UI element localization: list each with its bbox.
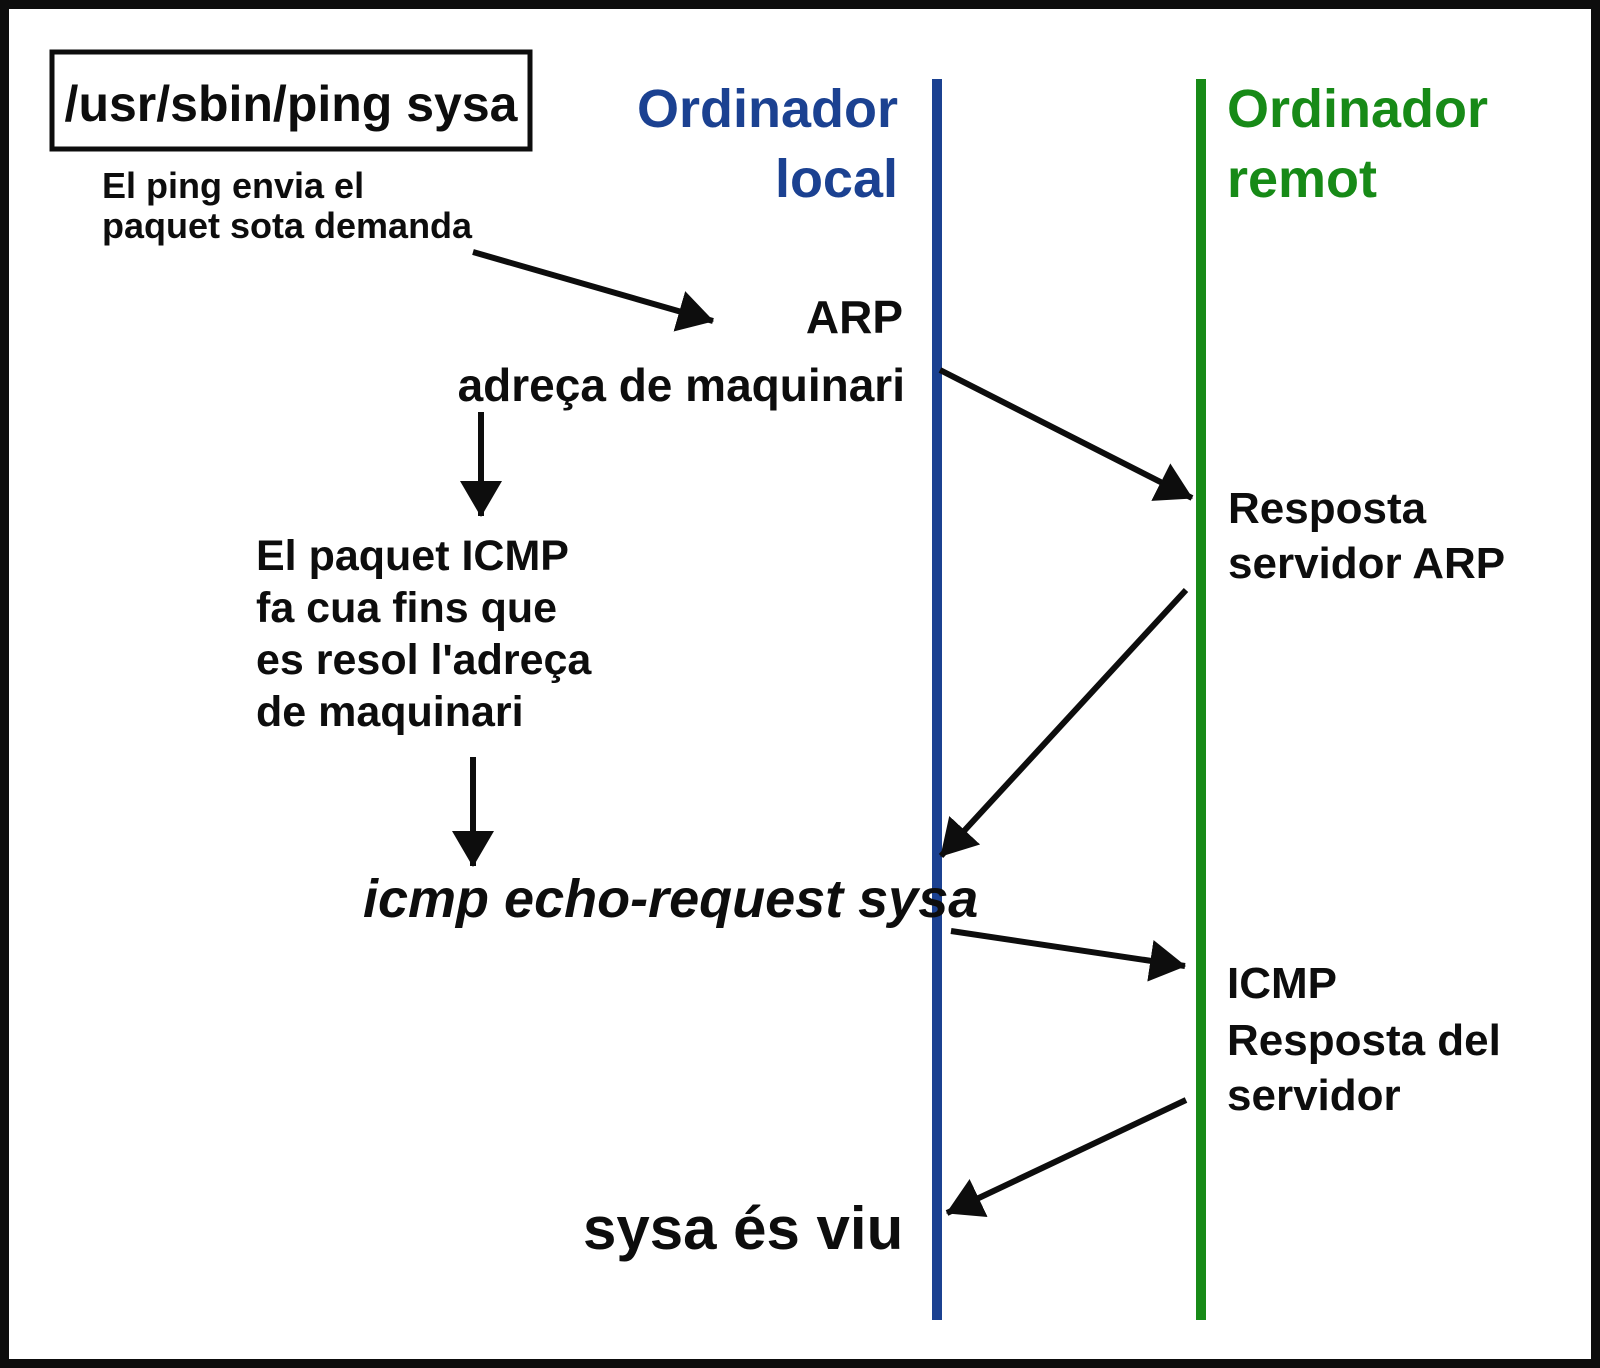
local-title-line1: Ordinador — [637, 79, 898, 139]
arp-reply-arrow — [938, 587, 1189, 859]
arp-request-arrow — [938, 367, 1194, 501]
command-box — [49, 49, 533, 152]
result-label: sysa és viu — [583, 1195, 903, 1262]
note-to-arp-arrow — [472, 249, 714, 332]
arp-label-line1: ARP — [806, 291, 903, 343]
remote-title-line2: remot — [1227, 149, 1377, 209]
remote-title-line1: Ordinador — [1227, 79, 1488, 139]
arp-reply-label-line2: servidor ARP — [1228, 539, 1505, 588]
local-title-line2: local — [775, 149, 898, 209]
icmp-request-arrow — [950, 928, 1186, 982]
arp-reply-label-line1: Resposta — [1228, 484, 1427, 533]
icmp-reply-label-line2: Resposta del — [1227, 1016, 1501, 1065]
queue-note-line3: es resol l'adreça — [256, 636, 592, 684]
icmp-reply-arrow — [945, 1097, 1188, 1218]
command-box-label: /usr/sbin/ping sysa — [65, 76, 519, 132]
queue-note-line2: fa cua fins que — [256, 584, 557, 632]
ping-note-line1: El ping envia el — [102, 165, 364, 206]
icmp-reply-label-line1: ICMP — [1227, 959, 1337, 1008]
queue-note-line1: El paquet ICMP — [256, 532, 569, 580]
icmp-echo-label: icmp echo-request sysa — [363, 869, 978, 929]
arp-label-line2: adreça de maquinari — [458, 359, 905, 411]
ping-note-line2: paquet sota demanda — [102, 205, 473, 246]
icmp-reply-label-line3: servidor — [1227, 1071, 1401, 1120]
queue-note-line4: de maquinari — [256, 688, 524, 736]
